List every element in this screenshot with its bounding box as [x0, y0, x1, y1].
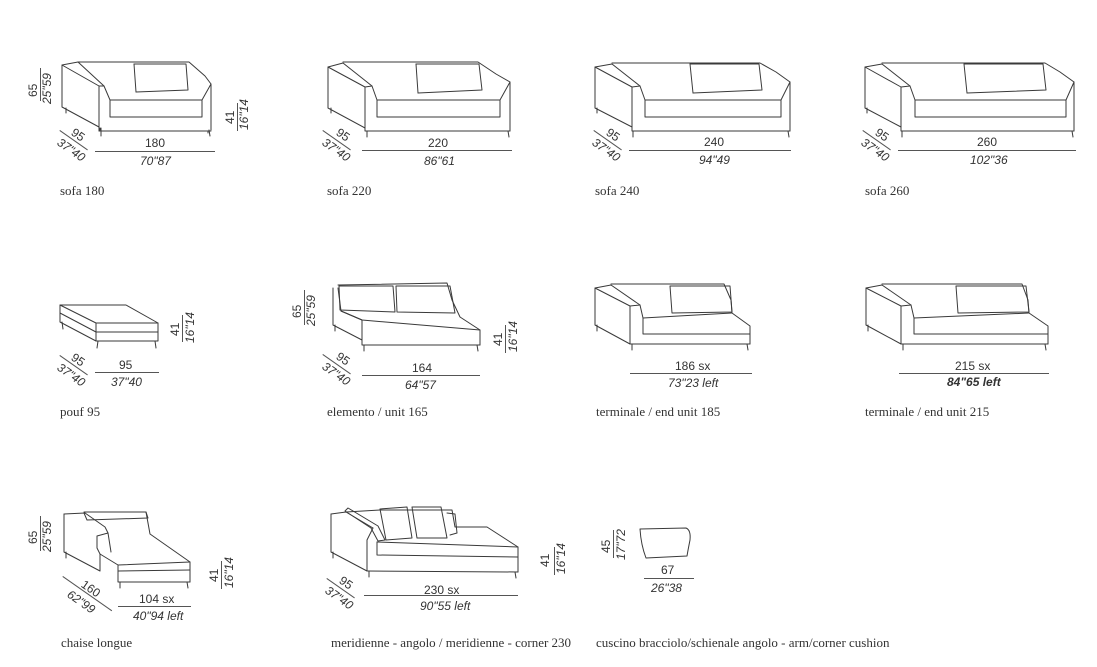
chaise-longue-drawing [63, 511, 191, 589]
width-in: 37"40 [111, 375, 142, 389]
meridienne-230-drawing [330, 506, 519, 579]
width-rule [95, 372, 159, 373]
sofa-240-drawing [594, 62, 791, 138]
width-in: 102"36 [970, 153, 1008, 167]
width-in: 90"55 left [420, 599, 471, 613]
seat-rule [505, 325, 506, 353]
width-cm: 95 [119, 358, 133, 372]
width-rule [630, 373, 752, 374]
width-rule [364, 595, 518, 596]
width-in: 40"94 left [133, 609, 184, 623]
width-cm: 230 sx [424, 583, 460, 597]
width-cm: 164 [412, 361, 433, 375]
product-sofa-260: 95 37"40 260 102"36 sofa 260 [0, 0, 1097, 210]
width-cm: 220 [428, 136, 449, 150]
unit-165-drawing [332, 282, 481, 352]
end-unit-215-drawing [865, 283, 1049, 351]
product-label: terminale / end unit 215 [865, 404, 990, 419]
seat-rule [221, 561, 222, 589]
product-label: sofa 240 [595, 183, 640, 198]
product-label: terminale / end unit 185 [596, 404, 721, 419]
product-end-unit-215: 215 sx 84"65 left terminale / end unit 2… [865, 283, 1049, 419]
product-label: chaise longue [61, 635, 133, 650]
width-in: 26"38 [651, 581, 682, 595]
product-label: meridienne - angolo / meridienne - corne… [331, 635, 572, 650]
product-label: sofa 180 [60, 183, 105, 198]
width-cm: 260 [977, 135, 998, 149]
width-cm: 240 [704, 135, 725, 149]
product-label: sofa 220 [327, 183, 372, 198]
sofa-260-drawing [864, 62, 1075, 138]
width-rule [118, 606, 191, 607]
product-label: cuscino bracciolo/schienale angolo - arm… [596, 635, 890, 650]
width-rule [644, 578, 694, 579]
product-label: pouf 95 [60, 404, 101, 419]
width-rule [898, 150, 1076, 151]
width-cm: 67 [661, 563, 675, 577]
end-unit-185-drawing [594, 283, 751, 351]
height-rule [613, 530, 614, 558]
width-in: 86"61 [424, 154, 455, 168]
product-end-unit-185: 186 sx 73"23 left terminale / end unit 1… [0, 0, 840, 430]
product-chaise-longue: 65 25"59 41 16"14 160 62"99 104 sx 40"94… [0, 0, 260, 667]
height-in: 17"72 [614, 529, 628, 560]
width-in: 64"57 [405, 378, 436, 392]
seat-rule [237, 103, 238, 131]
width-rule [362, 150, 512, 151]
height-rule [304, 290, 305, 325]
pouf-95-drawing [59, 304, 159, 349]
width-cm: 186 sx [675, 359, 711, 373]
height-rule [40, 68, 41, 101]
sofa-180-drawing [61, 61, 212, 137]
width-in: 70"87 [140, 154, 171, 168]
product-meridienne-230: 41 16"14 95 37"40 230 sx 90"55 left meri… [323, 506, 572, 650]
height-cm: 45 [599, 539, 613, 553]
height-rule [40, 516, 41, 551]
product-pouf-95: 41 16"14 95 37"40 95 37"40 pouf 95 [0, 0, 260, 430]
seat-rule [554, 547, 555, 575]
width-in: 84"65 left [947, 375, 1001, 389]
width-rule [899, 373, 1049, 374]
width-rule [95, 151, 215, 152]
width-in: 73"23 left [668, 376, 719, 390]
width-in: 94"49 [699, 153, 730, 167]
product-unit-165: 65 25"59 41 16"14 95 37"40 164 64"57 ele… [0, 0, 560, 430]
width-cm: 215 sx [955, 359, 991, 373]
width-cm: 180 [145, 136, 166, 150]
seat-rule [182, 315, 183, 342]
product-sofa-180: 65 25"59 41 16"14 95 37"40 180 70"87 sof… [0, 0, 260, 210]
product-sofa-220: 95 37"40 220 86"61 sofa 220 [0, 0, 560, 210]
width-rule [629, 150, 791, 151]
product-label: sofa 260 [865, 183, 910, 198]
sofa-220-drawing [327, 61, 511, 138]
width-rule [362, 375, 480, 376]
product-label: elemento / unit 165 [327, 404, 428, 419]
product-sofa-240: 95 37"40 240 94"49 sofa 240 [0, 0, 840, 210]
width-cm: 104 sx [139, 592, 175, 606]
